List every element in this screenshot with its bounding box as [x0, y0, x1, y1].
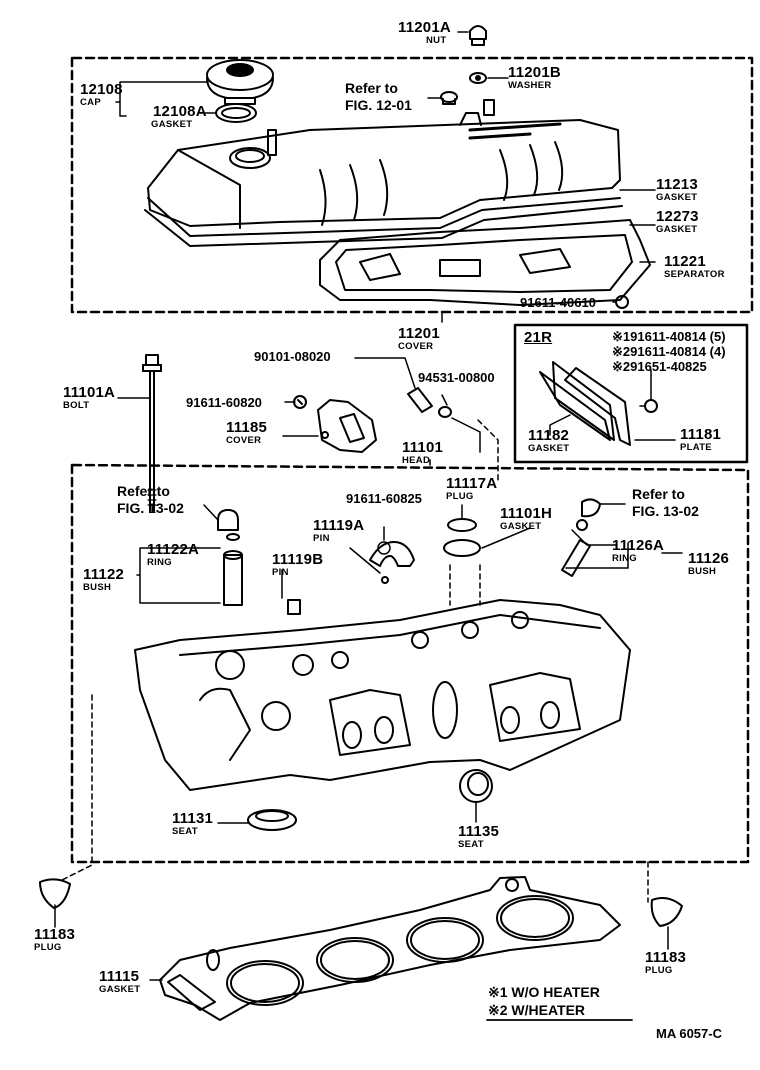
variant-box-title: 21R	[524, 329, 553, 346]
reference-fig-12-01[interactable]: Refer to FIG. 12-01	[345, 80, 412, 113]
separator-icon	[319, 219, 651, 309]
part-label-12108: 12108 CAP	[80, 81, 123, 108]
part-label-11181: 11181 PLATE	[680, 426, 722, 453]
part-label-11119A: 11119A PIN	[313, 517, 365, 544]
part-label-91611-60825: 91611-60825	[346, 491, 422, 506]
bracket-icon	[369, 541, 415, 584]
dashed-guides	[61, 419, 649, 903]
part-label-11201A: 11201A NUT	[398, 19, 451, 46]
part-label-11213: 11213 GASKET	[656, 176, 698, 203]
figure-code: MA 6057-C	[656, 1026, 722, 1041]
union-bolt-icon	[407, 387, 433, 413]
part-label-11183-right: 11183 PLUG	[645, 949, 687, 976]
part-label-91611-40610: 91611-40610	[520, 295, 596, 310]
plug-left-icon	[39, 878, 71, 909]
head-bolt-icon	[142, 354, 162, 512]
water-outlet-cover-icon	[317, 399, 377, 453]
part-label-11126A: 11126A RING	[612, 537, 665, 564]
part-label-11185: 11185 COVER	[226, 419, 268, 446]
part-label-91651-40825: ※291651-40825	[612, 359, 707, 374]
nut-icon	[469, 25, 487, 46]
part-label-94531-00800: 94531-00800	[418, 370, 495, 385]
washer-icon	[469, 72, 487, 84]
plug-icon	[443, 518, 481, 557]
valve-guide-icon	[223, 550, 243, 606]
part-label-11122A: 11122A RING	[147, 541, 200, 568]
part-label-91611-40814-wo-heater: ※191611-40814 (5)	[612, 329, 726, 344]
part-label-11135: 11135 SEAT	[458, 823, 500, 850]
part-label-11201B: 11201B WASHER	[508, 64, 561, 91]
part-label-11182: 11182 GASKET	[528, 427, 570, 454]
reference-fig-13-02-left[interactable]: Refer to FIG. 13-02	[117, 483, 184, 516]
plug-right-icon	[650, 897, 683, 927]
head-group-frame	[70, 463, 750, 864]
part-label-91611-60820: 91611-60820	[186, 395, 262, 410]
part-label-11183-left: 11183 PLUG	[34, 926, 76, 953]
bush-right-icon	[561, 498, 601, 577]
legend-item-wo-heater: ※1 W/O HEATER	[488, 984, 600, 1000]
valve-seat-right-icon	[459, 769, 493, 803]
part-label-11117A: 11117A PLUG	[446, 475, 498, 502]
part-label-11131: 11131 SEAT	[172, 810, 214, 837]
legend-item-w-heater: ※2 W/HEATER	[488, 1002, 586, 1018]
part-label-91611-40814-w-heater: ※291611-40814 (4)	[612, 344, 726, 359]
variant-box-frame	[513, 323, 749, 464]
part-label-11122: 11122 BUSH	[83, 566, 125, 593]
valve-cover-icon	[144, 99, 623, 247]
part-label-12273: 12273 GASKET	[656, 208, 699, 235]
valve-seat-left-icon	[247, 809, 297, 831]
bolt-symbols	[293, 395, 391, 555]
part-label-90101-08020: 90101-08020	[254, 349, 331, 364]
oil-cap-icon	[206, 59, 274, 105]
part-label-12108A: 12108A GASKET	[151, 103, 207, 130]
part-label-11101H: 11101H GASKET	[500, 505, 553, 532]
part-label-11201: 11201 COVER	[398, 325, 440, 352]
ring-icon	[226, 533, 240, 541]
reference-fig-13-02-right[interactable]: Refer to FIG. 13-02	[632, 486, 699, 519]
part-label-11119B: 11119B PIN	[272, 551, 324, 578]
part-label-11101: 11101 HEAD	[402, 439, 444, 466]
cap-nut-icon	[217, 509, 239, 531]
cap-gasket-icon	[215, 103, 257, 123]
cover-group-frame	[70, 56, 754, 314]
pin-icon	[287, 599, 301, 615]
leader-lines	[54, 31, 683, 1021]
part-label-11101A: 11101A BOLT	[63, 384, 116, 411]
part-label-11126: 11126 BUSH	[688, 550, 730, 577]
part-label-11115: 11115 GASKET	[99, 968, 141, 995]
cover-bolt-icon	[440, 91, 458, 105]
gasket-small-icon	[438, 406, 452, 418]
part-label-11221: 11221 SEPARATOR	[664, 253, 725, 280]
head-gasket-icon	[159, 876, 621, 1021]
cylinder-head-icon	[134, 599, 631, 791]
